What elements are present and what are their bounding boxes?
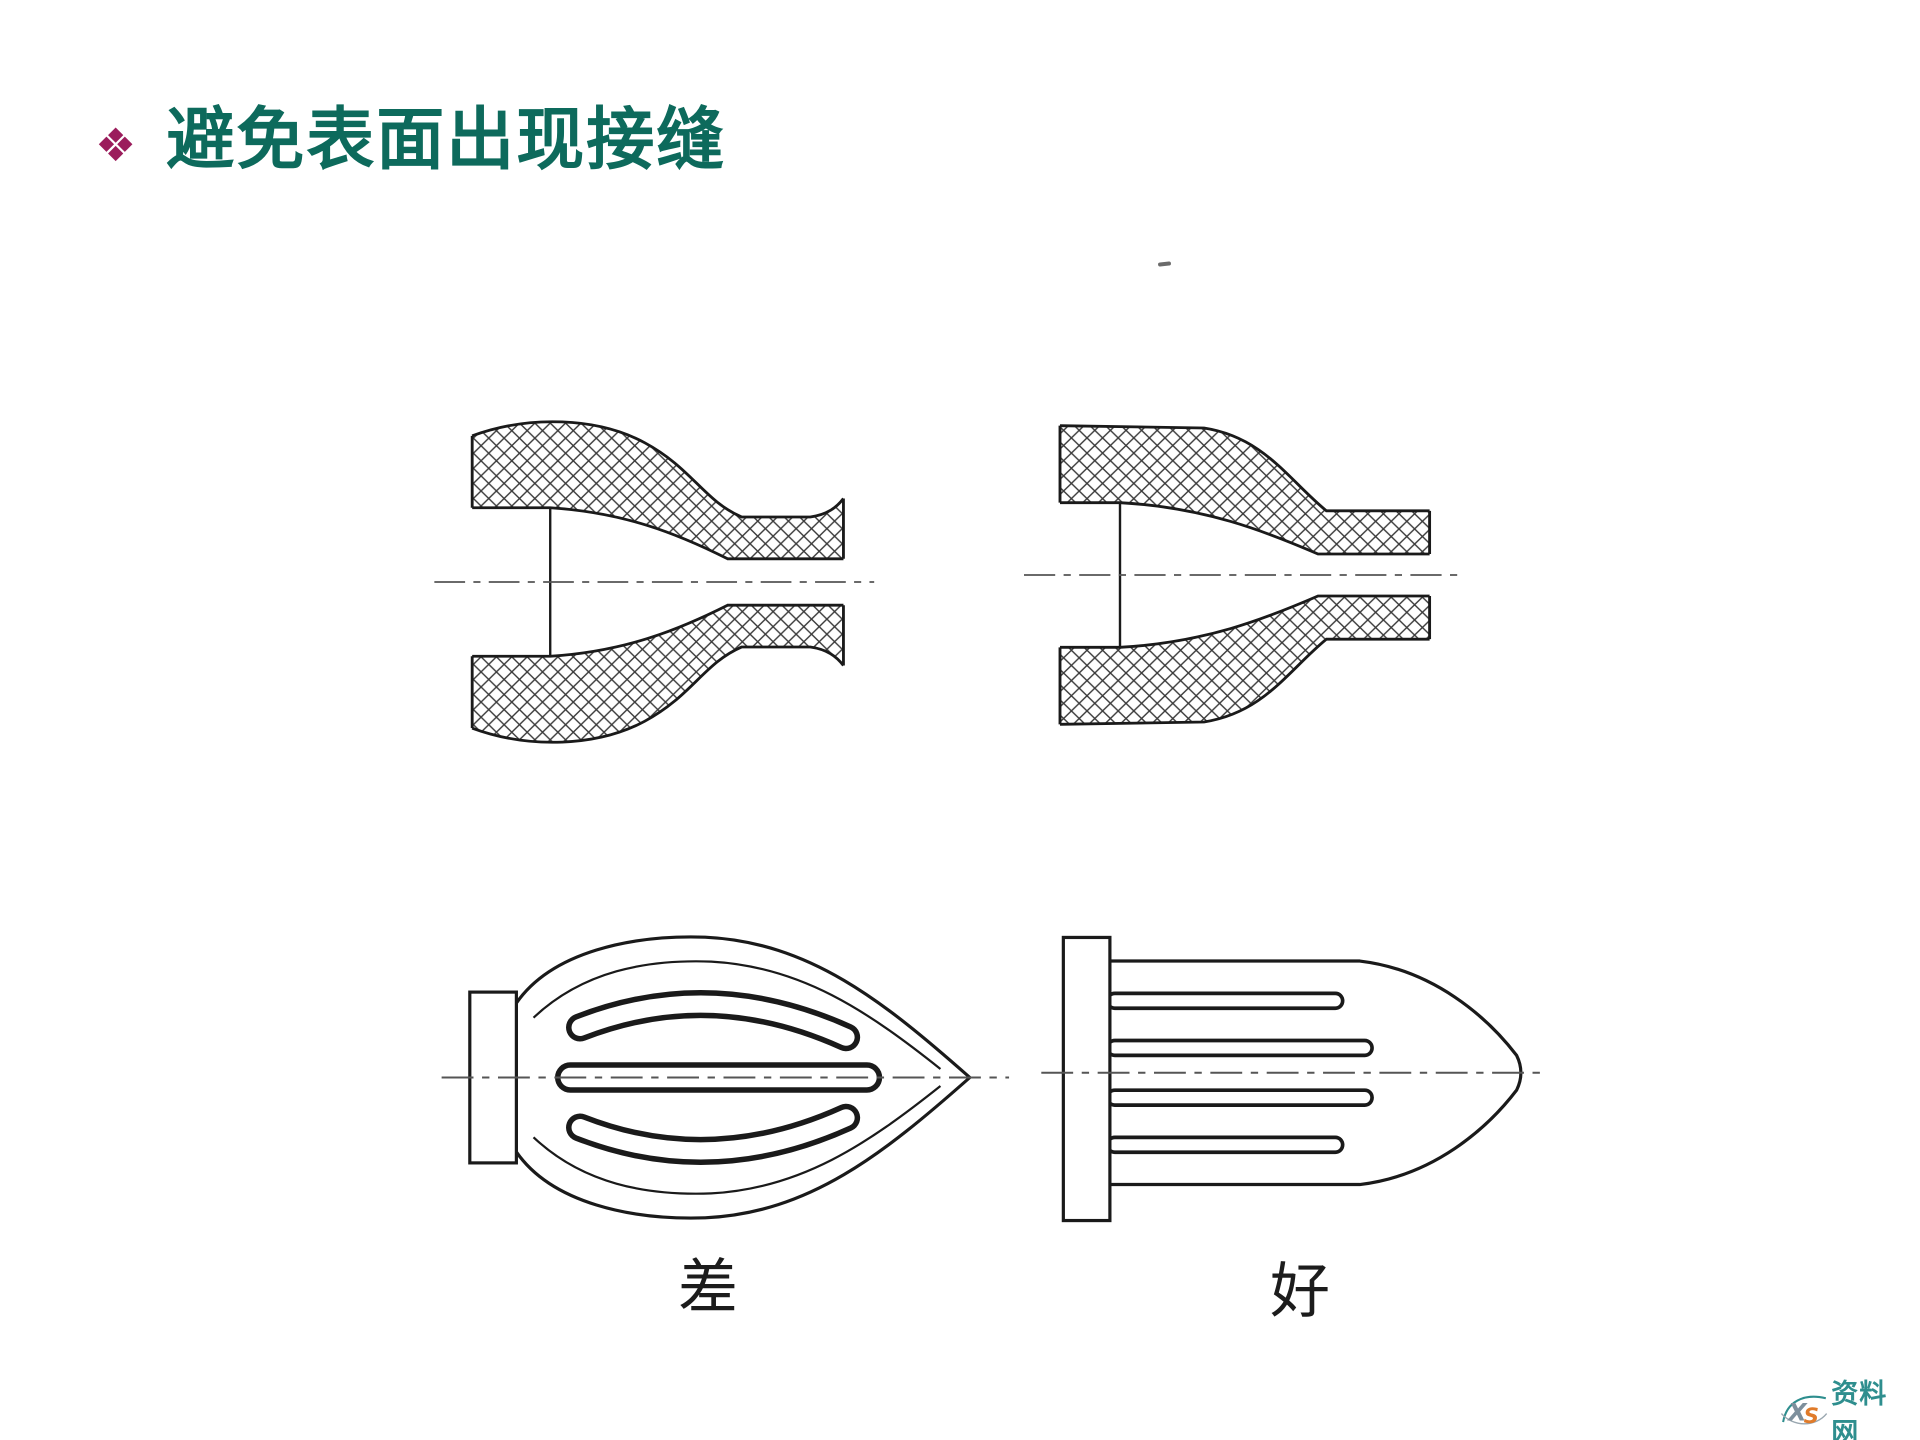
slots [1105,991,1374,1155]
body-outline [1108,959,1523,1187]
watermark-site-name: 资料网 [1831,1379,1888,1440]
watermark-row: X S 资料网 [1778,1372,1914,1440]
outline [1058,424,1432,726]
logo-letter-x: X [1786,1398,1808,1426]
diamond-bullet-icon: ❖ [95,118,137,173]
scan-speck-artifact [1157,261,1172,267]
hatch-wall [472,421,844,743]
watermark-logo-icon: X S [1780,1395,1828,1429]
outline [470,420,845,744]
logo-letter-s: S [1804,1404,1819,1429]
label-bad: 差 [678,1253,738,1323]
diagram-slotted-plug-bad [441,935,1010,1220]
hatch-wall [1060,425,1430,725]
slide-title-row: ❖ 避免表面出现接缝 [95,101,727,180]
diagram-slotted-plug-good [1041,935,1544,1223]
diagram-section-good [1024,424,1459,726]
page-title: 避免表面出现接缝 [166,101,727,180]
flange [1061,935,1112,1223]
watermark: X S 资料网 ZL.XS1616.COM [1778,1372,1914,1440]
logo-swoosh-2 [1780,1413,1828,1425]
diagram-section-bad [434,420,875,744]
label-good: 好 [1270,1257,1330,1327]
